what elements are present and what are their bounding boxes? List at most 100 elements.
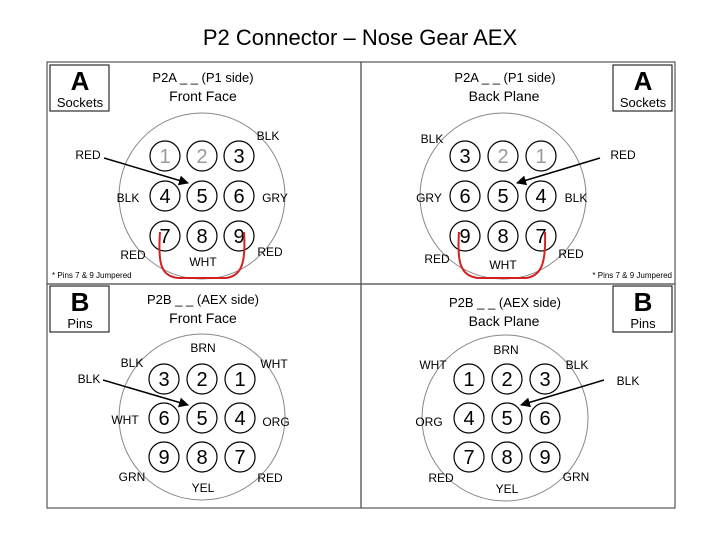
pin-number: 5 [196,186,207,208]
wire-label-mid-right: ORG [262,415,289,429]
pin-circle [148,402,180,434]
panel-heading-line1: P2B _ _ (AEX side) [147,292,259,307]
badge-caption: Pins [67,316,93,331]
wire-label-bot-left: GRN [119,470,146,484]
pin-number: 6 [233,186,244,208]
pin-grid: 3 2 1 6 5 4 9 8 7 [148,363,256,473]
wire-label-top-left: BLK [421,132,444,146]
pin-circle [223,180,255,212]
pin-number: 7 [463,447,474,469]
panel-heading-line2: Back Plane [469,88,540,104]
pin-number: 8 [501,447,512,469]
pin-circle [491,402,523,434]
panel-b-front-face: B Pins P2B _ _ (AEX side) Front Face 3 2… [49,285,290,501]
badge-caption: Sockets [57,95,104,110]
wire-arrow [103,157,189,186]
pin-number: 8 [196,447,207,469]
wire-label-top-right: BLK [566,358,589,372]
pin-number: 5 [497,186,508,208]
pin-circle [186,363,218,395]
pin-circle [453,402,485,434]
panel-heading-line1: P2A _ _ (P1 side) [152,70,253,85]
pin-number: 2 [196,146,207,168]
wire-label-arrow: BLK [78,372,101,386]
wire-label-bot-left: RED [424,252,450,266]
pin-number: 8 [497,226,508,248]
pin-number: 7 [535,226,546,248]
pin-number: 4 [463,408,474,430]
badge-box [49,285,110,333]
pin-number: 9 [233,226,244,248]
pin-circle [449,140,481,172]
pin-circle [525,180,557,212]
pin-number: 3 [233,146,244,168]
pin-circle [491,363,523,395]
pin-circle [529,441,561,473]
pin-circle [525,220,557,252]
wire-label-bot-center: YEL [192,481,215,495]
wire-label-bot-right: RED [257,471,283,485]
footnote: * Pins 7 & 9 Jumpered [592,271,672,280]
wire-label-bot-right: RED [257,245,283,259]
pin-number: 1 [535,146,546,168]
pin-circle [148,441,180,473]
pin-grid: 3 2 1 6 5 4 9 8 7 [449,140,557,252]
wire-label-bot-center: YEL [496,482,519,496]
wire-arrow [516,157,601,186]
wire-arrow [102,379,189,408]
pin-circle [487,180,519,212]
badge-caption: Sockets [620,95,667,110]
pin-circle [529,363,561,395]
wire-label-mid-left: BLK [117,191,140,205]
pin-number: 9 [539,447,550,469]
wire-label-mid-left: GRY [416,191,442,205]
panel-b-back-plane: B Pins P2B _ _ (AEX side) Back Plane 1 2… [415,285,673,502]
badge-box [612,64,673,112]
pin-circle [149,140,181,172]
pin-circle [149,180,181,212]
wire-arrow [520,379,605,408]
pin-circle [223,140,255,172]
pin-circle [449,220,481,252]
panel-heading-line1: P2B _ _ (AEX side) [449,295,561,310]
wire-label-bot-left: RED [120,248,146,262]
pin-number: 9 [459,226,470,248]
panel-heading-line1: P2A _ _ (P1 side) [454,70,555,85]
wire-label-top-left: WHT [419,358,447,372]
pin-number: 1 [159,146,170,168]
pin-number: 8 [196,226,207,248]
pin-number: 2 [501,369,512,391]
panel-a-back-plane: A Sockets P2A _ _ (P1 side) Back Plane 3… [416,64,673,280]
pin-number: 3 [539,369,550,391]
badge-letter: B [634,287,653,317]
wire-label-bot-center: WHT [489,258,517,272]
pin-circle [186,402,218,434]
pin-circle [186,220,218,252]
panel-heading-line2: Back Plane [469,313,540,329]
panel-heading-line2: Front Face [169,88,237,104]
wire-label-arrow: RED [75,148,101,162]
pin-circle [487,140,519,172]
pin-circle [491,441,523,473]
wire-label-mid-right: GRY [262,191,288,205]
wire-label-mid-left: ORG [415,415,442,429]
badge-box [49,64,110,112]
pin-number: 1 [234,369,245,391]
badge-box [612,285,673,333]
panel-a-front-face: A Sockets P2A _ _ (P1 side) Front Face 1… [49,64,288,280]
pin-circle [186,140,218,172]
pin-circle [525,140,557,172]
wire-label-top-right: BLK [257,129,280,143]
pin-number: 6 [539,408,550,430]
pin-circle [148,363,180,395]
pin-circle [449,180,481,212]
pin-circle [224,363,256,395]
badge-letter: B [71,287,90,317]
pin-number: 4 [535,186,546,208]
wire-label-mid-right: BLK [565,191,588,205]
pin-circle [149,220,181,252]
pin-grid: 1 2 3 4 5 6 7 8 9 [149,140,255,252]
pin-number: 7 [159,226,170,248]
